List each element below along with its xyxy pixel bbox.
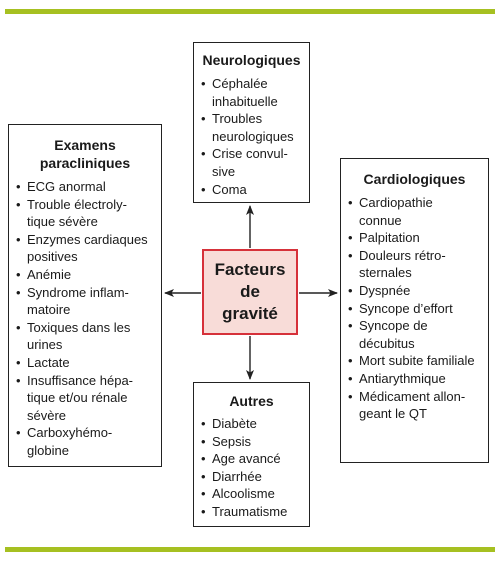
facteurs-de-gravite-box: Facteurs de gravité <box>202 249 298 335</box>
list-item: Lactate <box>15 354 155 372</box>
list-item: Syncope de décubitus <box>347 317 482 352</box>
list-item: Diabète <box>200 415 303 433</box>
autres-box: Autres Diabète Sepsis Age avancé Diarrhé… <box>193 382 310 527</box>
list-item: Anémie <box>15 266 155 284</box>
bottom-accent-rule <box>5 547 495 552</box>
cardiologiques-title: Cardiologiques <box>363 171 466 187</box>
list-item: Crise convul- sive <box>200 145 303 180</box>
list-item: ECG anormal <box>15 178 155 196</box>
list-item: Trouble électroly- tique sévère <box>15 196 155 231</box>
list-item: Coma <box>200 181 303 199</box>
list-item: Troubles neurologiques <box>200 110 303 145</box>
list-item: Enzymes cardiaques positives <box>15 231 155 266</box>
list-item: Syndrome inflam- matoire <box>15 284 155 319</box>
list-item: Antiarythmique <box>347 370 482 388</box>
list-item: Syncope d’effort <box>347 300 482 318</box>
list-item: Dyspnée <box>347 282 482 300</box>
list-item: Alcoolisme <box>200 485 303 503</box>
autres-title: Autres <box>229 393 274 409</box>
list-item: Insuffisance hépa- tique et/ou rénale sé… <box>15 372 155 425</box>
list-item: Douleurs rétro- sternales <box>347 247 482 282</box>
center-title: Facteurs de gravité <box>214 260 286 323</box>
list-item: Toxiques dans les urines <box>15 319 155 354</box>
list-item: Médicament allon- geant le QT <box>347 388 482 423</box>
list-item: Céphalée inhabituelle <box>200 75 303 110</box>
list-item: Carboxyhémo- globine <box>15 424 155 459</box>
list-item: Diarrhée <box>200 468 303 486</box>
list-item: Sepsis <box>200 433 303 451</box>
top-accent-rule <box>5 9 495 14</box>
neurologiques-title: Neurologiques <box>202 52 301 68</box>
autres-list: Diabète Sepsis Age avancé Diarrhée Alcoo… <box>200 415 303 521</box>
list-item: Palpitation <box>347 229 482 247</box>
examens-list: ECG anormal Trouble électroly- tique sév… <box>15 178 155 460</box>
examens-paracliniques-box: Examens paracliniques ECG anormal Troubl… <box>8 124 162 467</box>
neurologiques-list: Céphalée inhabituelle Troubles neurologi… <box>200 75 303 198</box>
cardiologiques-box: Cardiologiques Cardiopathie connue Palpi… <box>340 158 489 463</box>
list-item: Traumatisme <box>200 503 303 521</box>
list-item: Cardiopathie connue <box>347 194 482 229</box>
list-item: Age avancé <box>200 450 303 468</box>
cardiologiques-list: Cardiopathie connue Palpitation Douleurs… <box>347 194 482 423</box>
list-item: Mort subite familiale <box>347 352 482 370</box>
examens-title: Examens paracliniques <box>39 137 131 171</box>
neurologiques-box: Neurologiques Céphalée inhabituelle Trou… <box>193 42 310 203</box>
